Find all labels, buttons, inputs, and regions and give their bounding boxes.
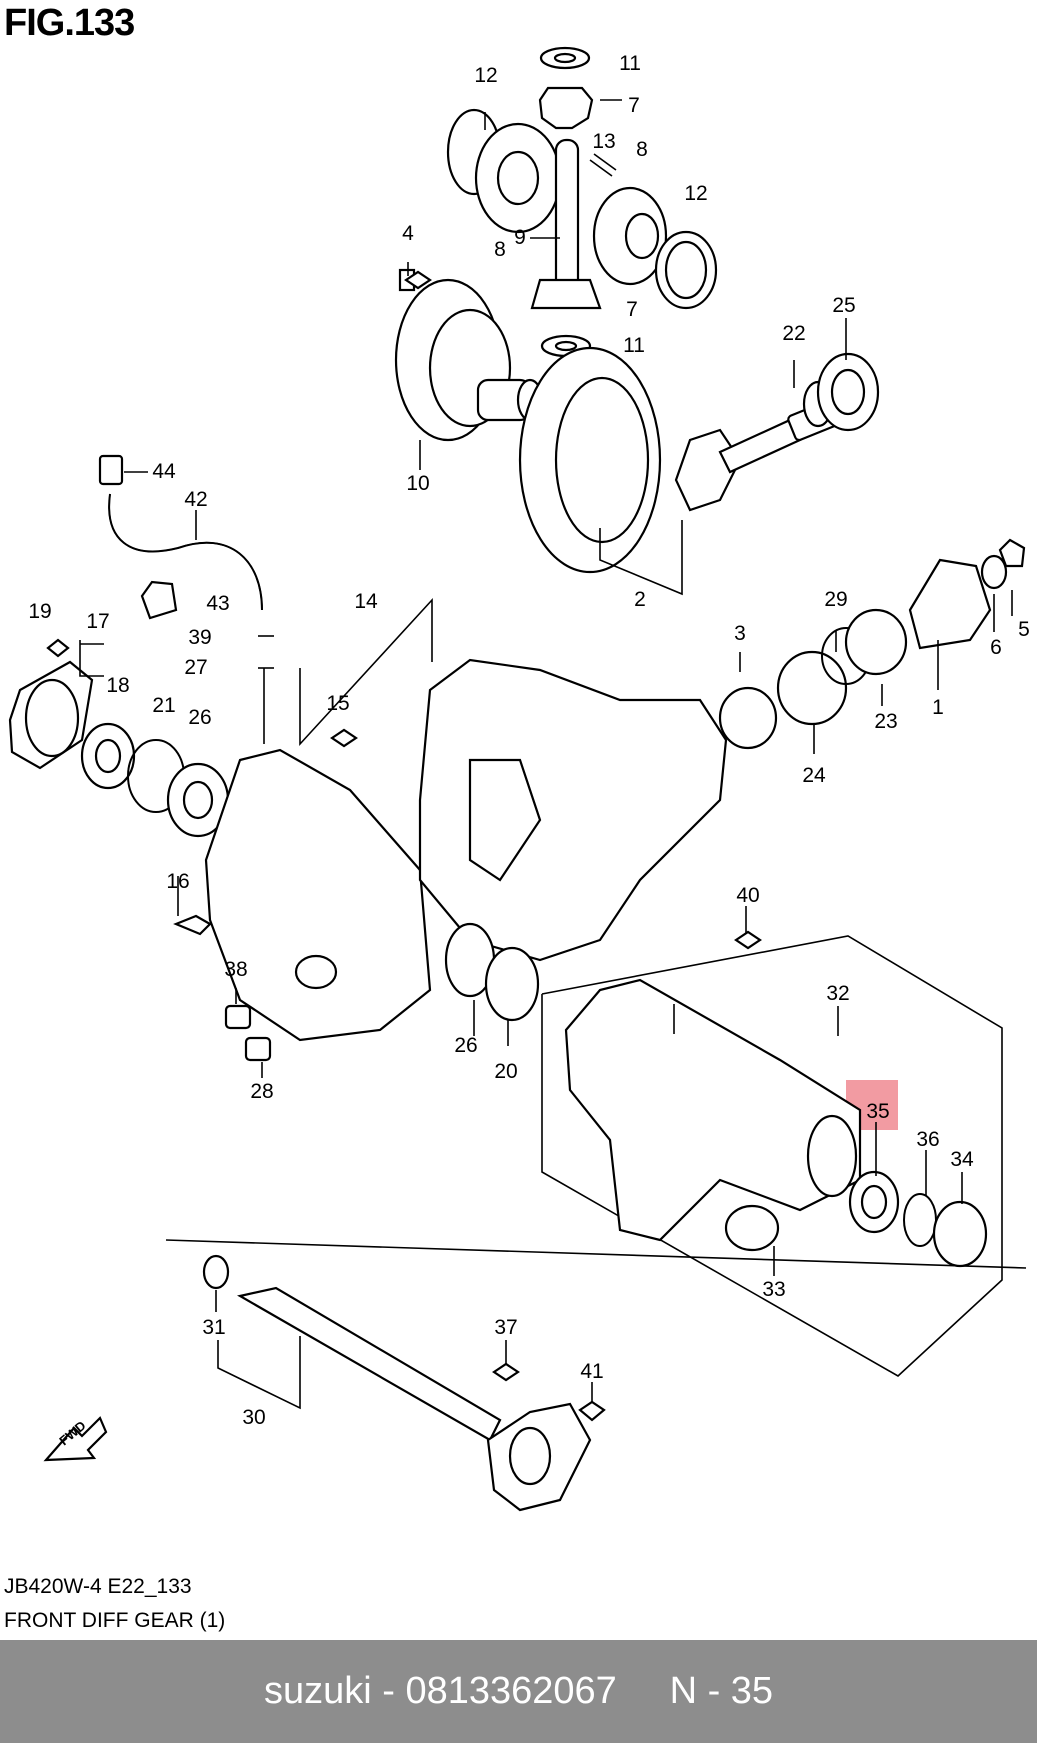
footer-part-number: 0813362067 (405, 1670, 617, 1712)
diff-gears (398, 46, 718, 358)
footer-position: N - 35 (669, 1670, 774, 1712)
callout: 29 (824, 588, 847, 611)
callout: 32 (826, 982, 849, 1005)
leader-lines (79, 99, 1013, 1410)
callout: 37 (494, 1316, 517, 1339)
callout: 43 (206, 592, 229, 615)
callout: 41 (580, 1360, 603, 1383)
left-seals (8, 660, 230, 838)
callout: 14 (354, 590, 378, 613)
callout: 20 (494, 1060, 517, 1083)
diff-housing (204, 658, 728, 1042)
callout: 24 (802, 764, 826, 787)
callout: 23 (874, 710, 897, 733)
parts-diagram: FWD (8, 46, 1030, 1512)
callout: 26 (454, 1034, 477, 1057)
callout: 26 (188, 706, 211, 729)
callout: 3 (734, 622, 746, 645)
callout: 15 (326, 692, 349, 715)
callout: 6 (990, 636, 1002, 659)
callout: 1 (932, 696, 944, 719)
callout: 8 (636, 138, 648, 161)
callout: 10 (406, 472, 429, 495)
diff-case (394, 278, 544, 442)
callout: 35 (866, 1100, 889, 1123)
diagram-code: JB420W-4 E22_133 (4, 1575, 192, 1598)
callout: 18 (106, 674, 129, 697)
callout: 34 (950, 1148, 974, 1171)
callout: 7 (626, 298, 638, 321)
callout: 5 (1018, 618, 1030, 641)
footer-bar: suzuki - 0813362067 N - 35 (0, 1640, 1037, 1743)
callout: 16 (166, 870, 189, 893)
callout: 4 (402, 222, 414, 245)
callout: 19 (28, 600, 51, 623)
callout: 8 (494, 238, 506, 261)
callout: 36 (916, 1128, 939, 1151)
callout: 11 (623, 334, 645, 357)
callout: 17 (86, 610, 109, 633)
callout: 38 (224, 958, 247, 981)
callout: 11 (619, 52, 641, 75)
ring-pinion (518, 346, 880, 574)
callout: 21 (152, 694, 175, 717)
figure-title: FIG.133 (4, 2, 135, 44)
callout: 31 (202, 1316, 225, 1339)
diagram-description: FRONT DIFF GEAR (1) (4, 1609, 226, 1632)
plugs-bolts (46, 270, 762, 1062)
callout: 30 (242, 1406, 265, 1429)
callout: 27 (184, 656, 207, 679)
callout: 12 (684, 182, 707, 205)
callout: 22 (782, 322, 805, 345)
right-bearings (718, 538, 1026, 750)
callout: 33 (762, 1278, 785, 1301)
callout: 2 (634, 588, 646, 611)
callout: 28 (250, 1080, 273, 1103)
callout: 9 (514, 226, 526, 249)
callout: 7 (628, 94, 640, 117)
callout: 40 (736, 884, 759, 907)
callout: 39 (188, 626, 211, 649)
callout: 42 (184, 488, 207, 511)
fwd-arrow-icon: FWD (43, 1416, 108, 1462)
footer-brand: suzuki (263, 1670, 372, 1712)
drive-shaft (165, 1239, 1027, 1512)
callout: 12 (474, 64, 497, 87)
callout: 25 (832, 294, 855, 317)
callout: 13 (592, 130, 615, 153)
callout: 44 (152, 460, 176, 483)
tube-assembly (541, 935, 1003, 1377)
callouts: 11 7 12 13 8 12 9 8 4 7 11 25 22 10 44 4… (28, 52, 1030, 1429)
breather-hose (98, 454, 263, 620)
